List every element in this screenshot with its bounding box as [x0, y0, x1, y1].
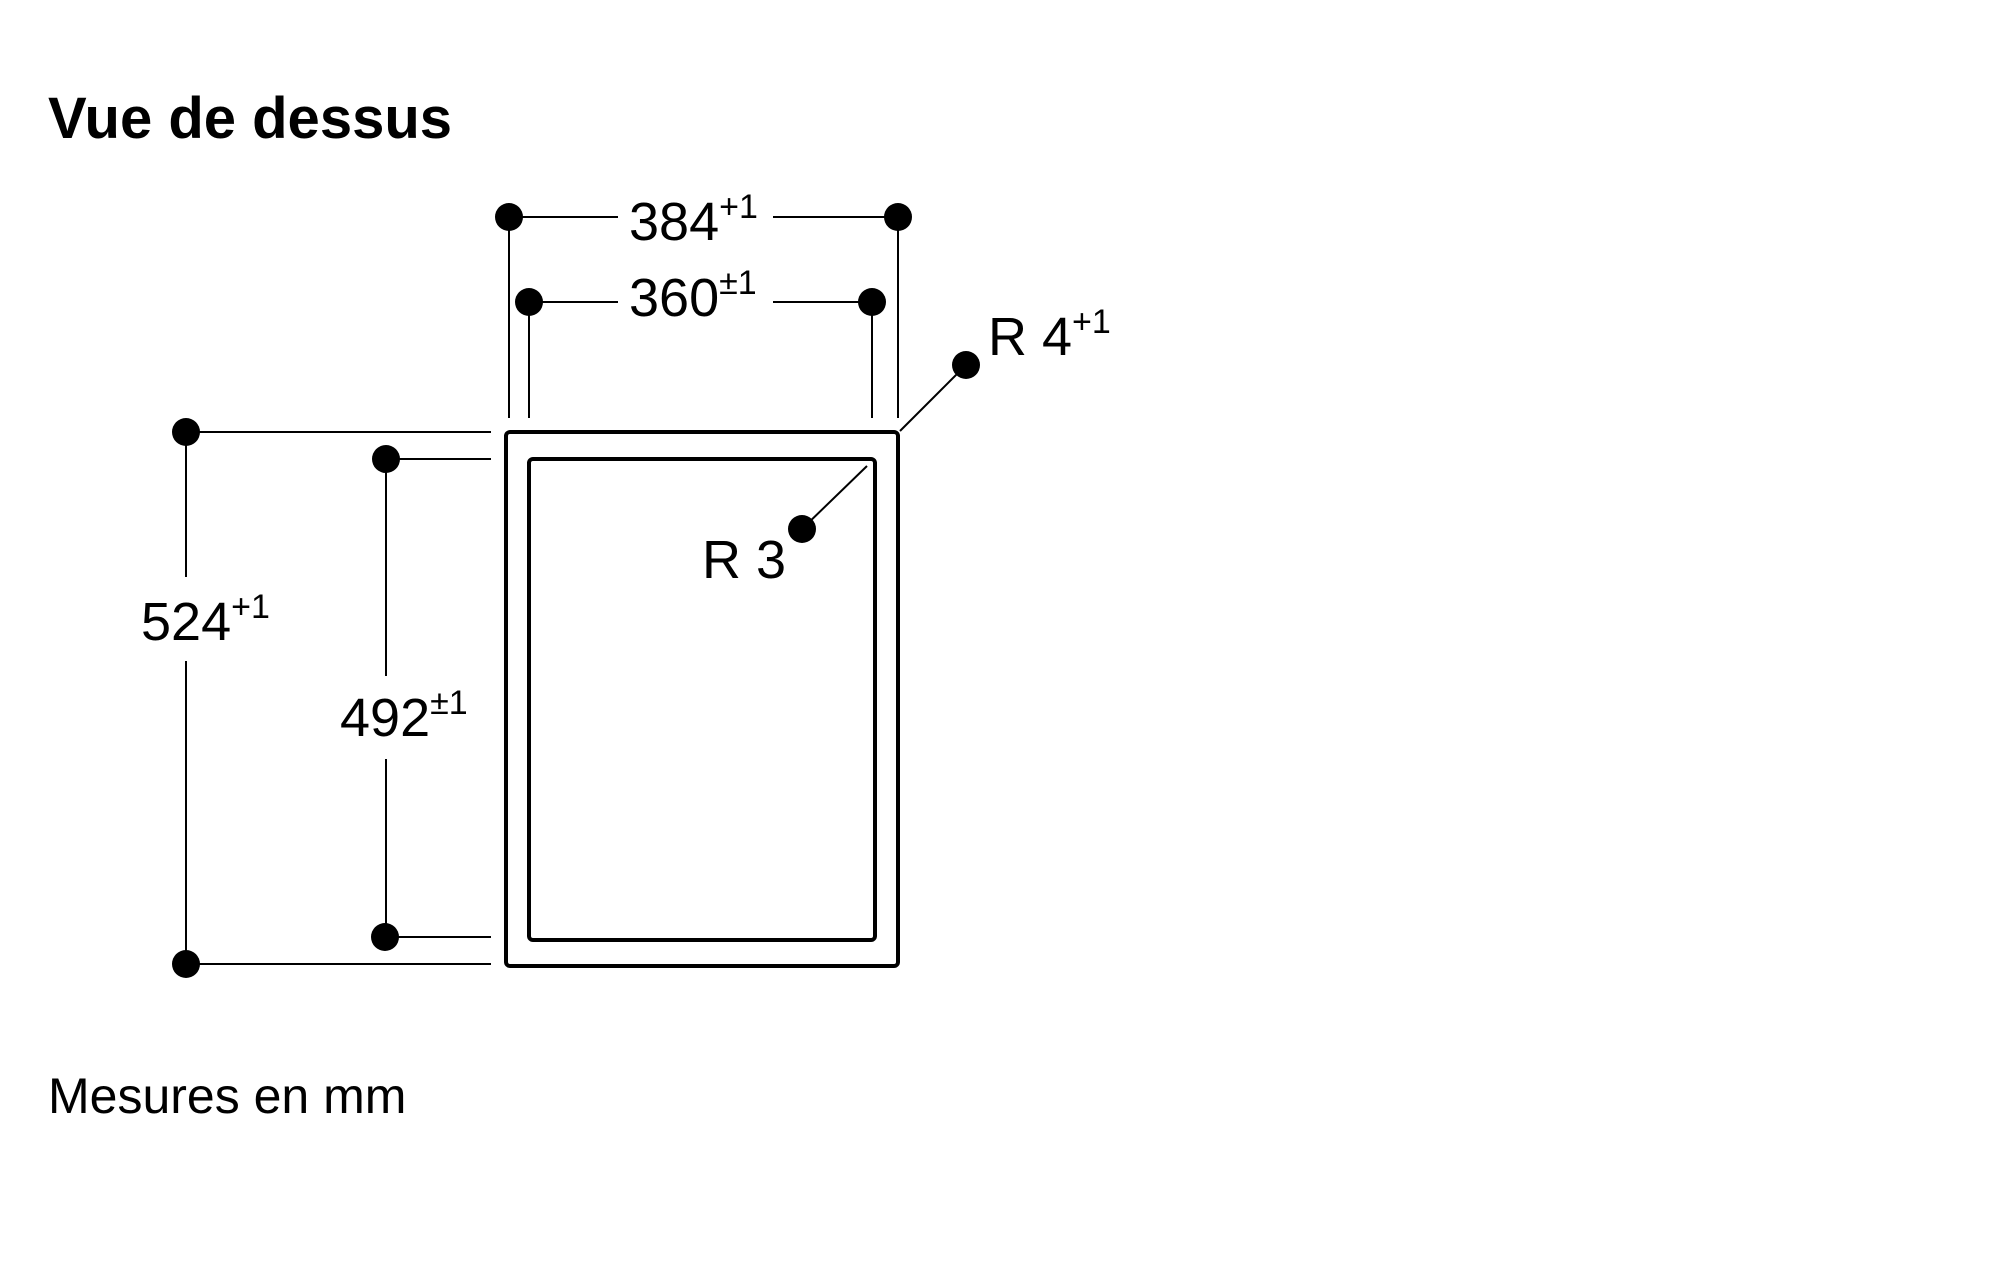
dimension-point: [884, 203, 912, 231]
dimension-point: [371, 923, 399, 951]
dimension-point: [788, 515, 816, 543]
dimension-point: [172, 418, 200, 446]
diagram-title: Vue de dessus: [48, 86, 452, 151]
dimension-point: [858, 288, 886, 316]
inner-width-label: 360±1: [629, 264, 757, 328]
inner-radius-callout: R 3: [702, 465, 868, 590]
outer-cutout-outline: [504, 430, 900, 968]
inner-height-dimension: 492±1: [340, 445, 491, 951]
dimension-point: [495, 203, 523, 231]
inner-width-dimension: 360±1: [515, 264, 886, 418]
outer-height-label: 524+1: [141, 588, 270, 652]
dimension-point: [372, 445, 400, 473]
inner-cutout-outline: [527, 457, 877, 942]
inner-radius-label: R 3: [702, 530, 786, 590]
inner-height-label: 492±1: [340, 684, 468, 748]
dimension-point: [172, 950, 200, 978]
outer-width-dimension: 384+1: [495, 188, 912, 418]
dimension-point: [515, 288, 543, 316]
outer-radius-label: R 4+1: [988, 303, 1111, 367]
outer-height-dimension: 524+1: [141, 418, 491, 978]
outer-radius-callout: R 4+1: [899, 303, 1111, 432]
units-note: Mesures en mm: [48, 1068, 406, 1124]
dimension-point: [952, 351, 980, 379]
outer-width-label: 384+1: [629, 188, 758, 252]
